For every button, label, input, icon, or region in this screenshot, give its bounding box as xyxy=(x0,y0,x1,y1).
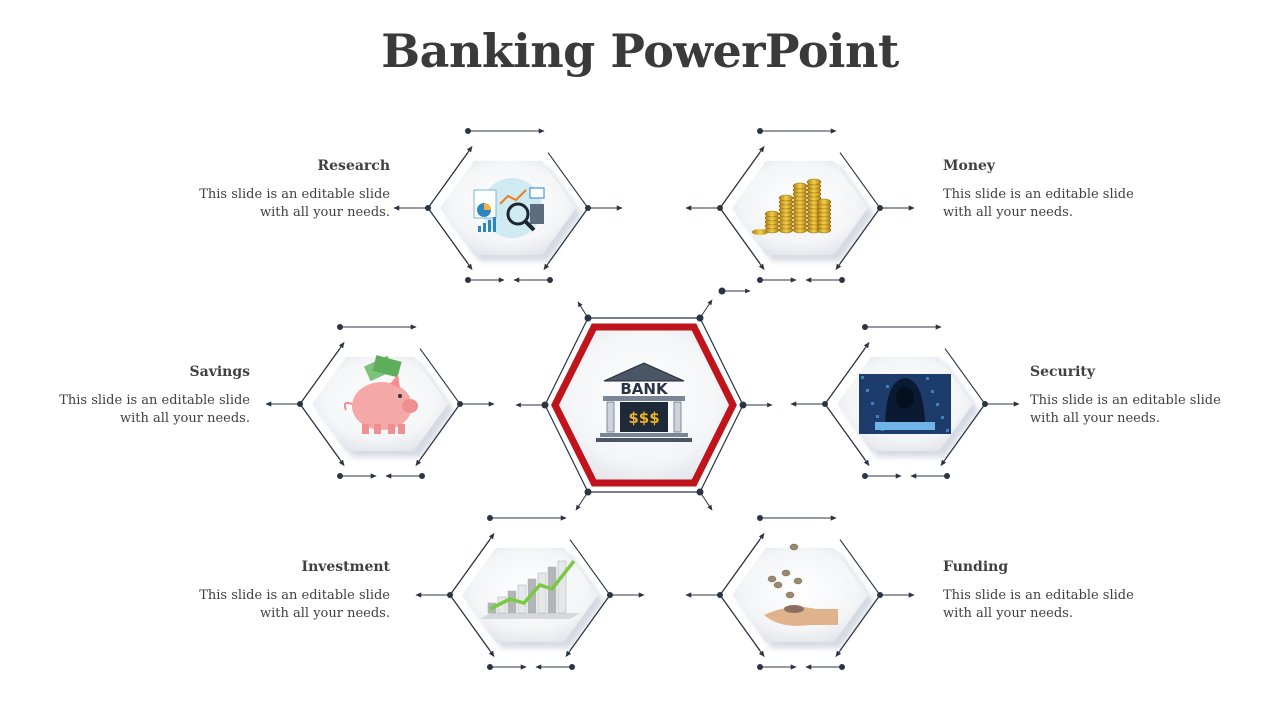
item-money: Money This slide is an editable slide wi… xyxy=(943,158,1143,222)
item-investment: Investment This slide is an editable sli… xyxy=(190,559,390,623)
hacker-icon xyxy=(859,374,951,434)
growth-chart-icon xyxy=(480,559,580,619)
bank-icon: BANK $$$ xyxy=(596,362,692,442)
research-analytics-icon xyxy=(473,178,545,238)
hexagon-group xyxy=(265,128,1020,670)
item-heading: Funding xyxy=(943,559,1009,575)
center-bank-hexagon: BANK $$$ xyxy=(544,317,744,493)
bank-amount-text: $$$ xyxy=(628,409,659,427)
item-heading: Research xyxy=(317,158,390,174)
slide-title: Banking PowerPoint xyxy=(381,24,899,78)
item-security: Security This slide is an editable slide… xyxy=(1030,364,1230,428)
item-savings: Savings This slide is an editable slide … xyxy=(50,364,250,428)
center-connectors xyxy=(515,287,773,511)
item-research: Research This slide is an editable slide… xyxy=(190,158,390,222)
item-heading: Investment xyxy=(301,559,390,575)
piggy-bank-icon xyxy=(343,355,418,434)
outer-hexagon xyxy=(685,515,915,670)
item-heading: Security xyxy=(1030,364,1096,380)
item-description: This slide is an editable slide with all… xyxy=(199,588,390,621)
item-description: This slide is an editable slide with all… xyxy=(1030,393,1221,426)
bank-sign-text: BANK xyxy=(620,380,669,398)
item-description: This slide is an editable slide with all… xyxy=(943,187,1134,220)
item-description: This slide is an editable slide with all… xyxy=(59,393,250,426)
coins-hand-icon xyxy=(764,543,838,626)
item-heading: Savings xyxy=(189,364,250,380)
item-description: This slide is an editable slide with all… xyxy=(199,187,390,220)
item-description: This slide is an editable slide with all… xyxy=(943,588,1134,621)
item-heading: Money xyxy=(943,158,996,174)
item-funding: Funding This slide is an editable slide … xyxy=(943,559,1143,623)
gold-coins-icon xyxy=(752,178,832,235)
